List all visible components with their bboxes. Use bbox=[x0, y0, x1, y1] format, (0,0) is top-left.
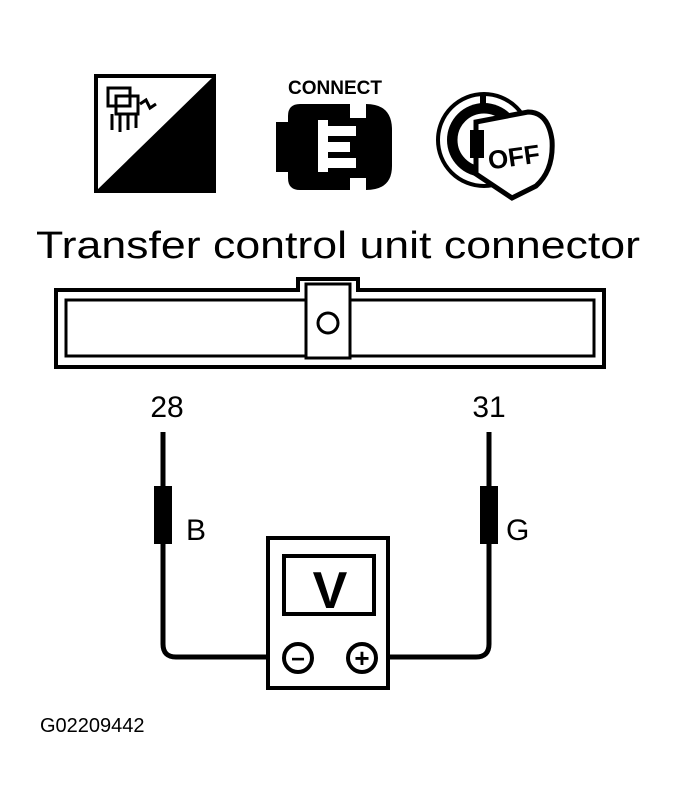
connect-icon: CONNECT bbox=[276, 78, 392, 190]
connector-lock-hole bbox=[316, 311, 340, 335]
negative-symbol: − bbox=[291, 646, 305, 673]
probe-left bbox=[154, 432, 282, 660]
sensor-sketch-icon bbox=[106, 86, 157, 132]
wire-color-right: G bbox=[506, 514, 529, 547]
harness-sensor-icon: H.S. bbox=[94, 74, 216, 193]
connect-label: CONNECT bbox=[288, 78, 382, 99]
terminal-number-left: 28 bbox=[150, 391, 183, 424]
hs-label: H.S. bbox=[142, 151, 212, 192]
terminal-number-right: 31 bbox=[472, 391, 505, 424]
positive-symbol: + bbox=[354, 643, 369, 673]
figure-code: G02209442 bbox=[40, 715, 145, 737]
negative-terminal-icon bbox=[282, 642, 314, 674]
positive-terminal-icon bbox=[346, 642, 378, 674]
ignition-off-label: OFF bbox=[486, 139, 542, 176]
probe-right bbox=[382, 432, 498, 660]
ignition-key-icon: OFF bbox=[436, 92, 555, 201]
wire-color-left: B bbox=[186, 514, 206, 547]
voltmeter: V − + bbox=[266, 536, 390, 690]
diagram-title: Transfer control unit connector bbox=[36, 225, 640, 267]
connector-body bbox=[54, 277, 606, 369]
meter-display-label: V bbox=[313, 562, 348, 620]
meter-display bbox=[282, 554, 376, 616]
